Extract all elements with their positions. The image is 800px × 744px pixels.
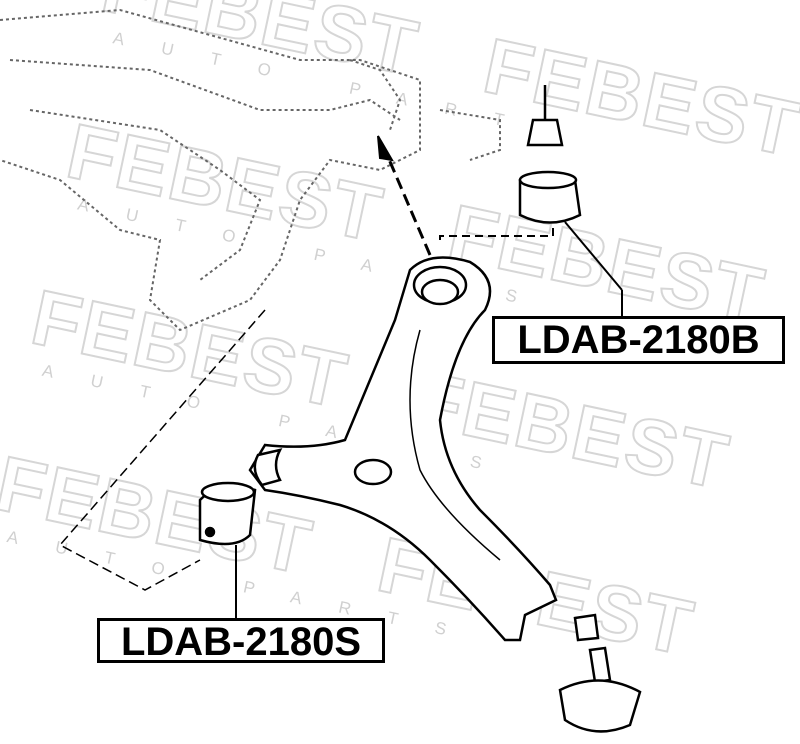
bushing-s-illustration <box>198 481 257 620</box>
watermark-text: FEBEST <box>477 21 800 174</box>
part-number-text: LDAB-2180S <box>120 620 362 664</box>
ball-joint-illustration <box>558 613 642 733</box>
subframe-outline <box>0 8 501 332</box>
part-number-label-b: LDAB-2180B <box>492 316 785 364</box>
assembly-lines <box>58 135 554 591</box>
bushing-b-illustration <box>518 85 623 318</box>
part-number-label-s: LDAB-2180S <box>97 618 385 663</box>
control-arm <box>248 256 558 642</box>
part-number-text: LDAB-2180B <box>517 318 760 362</box>
